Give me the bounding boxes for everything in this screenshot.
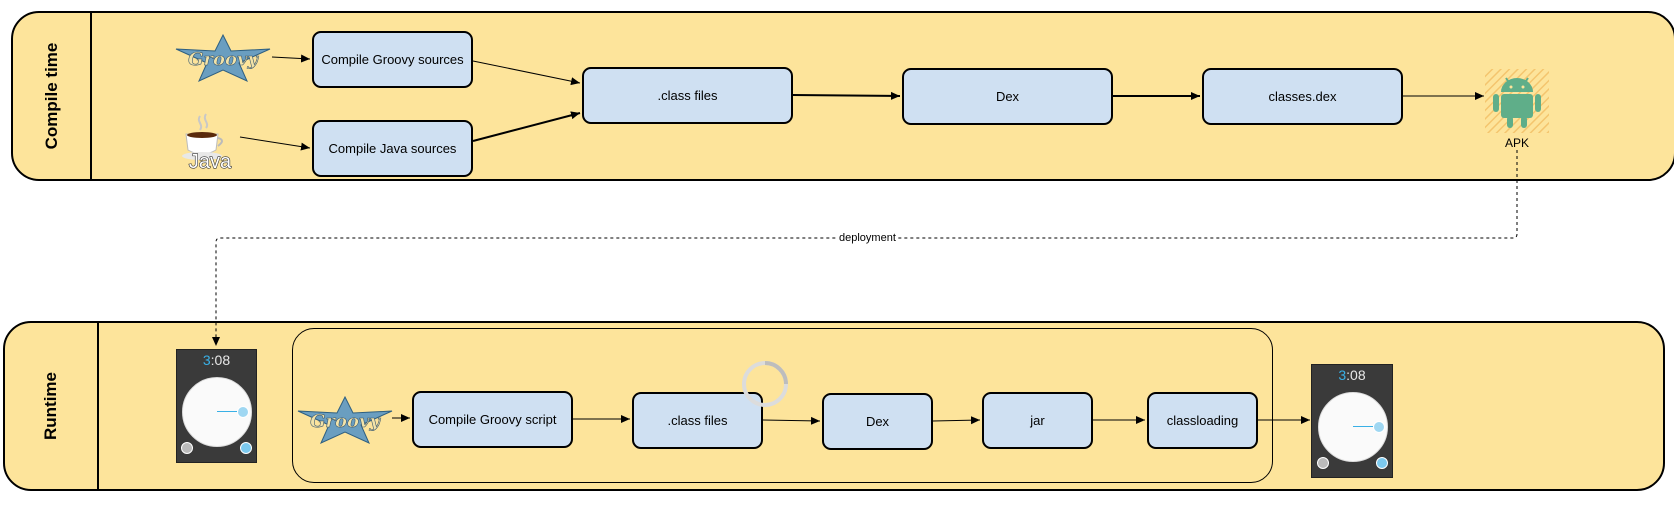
classes-dex-label: classes.dex <box>1268 89 1337 104</box>
phone-left-clock-knob <box>237 406 249 418</box>
runtime-groovy-logo-icon: Groovy <box>297 395 393 445</box>
phone-left-cancel-button <box>181 442 193 454</box>
runtime-groovy-logo-text: Groovy <box>310 411 381 432</box>
jar-label: jar <box>1030 413 1045 428</box>
compile-java-sources-box[interactable]: Compile Java sources <box>312 120 473 177</box>
phone-left-time-rest: :08 <box>210 352 231 368</box>
compile-groovy-sources-box[interactable]: Compile Groovy sources <box>312 31 473 88</box>
classes-dex-box[interactable]: classes.dex <box>1202 68 1403 125</box>
phone-right-clock-knob <box>1373 421 1385 433</box>
phone-right-time-hour: 3 <box>1338 367 1347 383</box>
runtime-class-files-label: .class files <box>667 413 728 428</box>
class-files-box[interactable]: .class files <box>582 67 793 124</box>
phone-right-clock-face <box>1318 392 1388 462</box>
deployment-label: deployment <box>838 232 897 244</box>
apk-label: APK <box>1504 136 1529 150</box>
jar-box[interactable]: jar <box>982 392 1093 449</box>
phone-left-clock-hand <box>217 411 243 412</box>
dex-label: Dex <box>995 89 1020 104</box>
phone-clock-left[interactable]: 3:08 <box>176 349 257 463</box>
phone-left-time-hour: 3 <box>202 352 211 368</box>
java-logo-text: Java <box>189 151 232 172</box>
edge-compile-java-to-class <box>472 111 581 142</box>
dex-box[interactable]: Dex <box>902 68 1113 125</box>
edge-compile-groovy-to-class <box>472 60 581 86</box>
compile-groovy-script-label: Compile Groovy script <box>428 412 557 427</box>
classloading-box[interactable]: classloading <box>1147 392 1258 449</box>
runtime-dex-box[interactable]: Dex <box>822 393 933 450</box>
phone-right-time-rest: :08 <box>1346 367 1366 383</box>
edge-deployment <box>212 150 1518 346</box>
phone-left-time: 3:08 <box>177 352 256 368</box>
runtime-script-group <box>292 328 1273 483</box>
compile-groovy-sources-label: Compile Groovy sources <box>321 52 464 67</box>
classloading-label: classloading <box>1166 413 1239 428</box>
edge-class-to-dex <box>792 91 901 100</box>
phone-right-clock-hand <box>1353 426 1379 427</box>
edge-java-logo-to-compile <box>239 136 311 151</box>
phone-right-time: 3:08 <box>1312 367 1392 383</box>
java-logo-icon: Java <box>182 113 233 172</box>
apk-node[interactable]: APK <box>1484 68 1550 150</box>
class-files-label: .class files <box>657 88 718 103</box>
groovy-logo-icon: Groovy <box>175 33 271 83</box>
groovy-logo-text: Groovy <box>188 49 259 70</box>
runtime-lane-header: Runtime <box>5 323 99 489</box>
edge-runtime-class-to-dex <box>762 416 821 425</box>
runtime-dex-label: Dex <box>865 414 890 429</box>
loading-spinner-icon <box>742 361 788 407</box>
edge-groovy-logo-to-compile <box>271 54 311 63</box>
compile-java-sources-label: Compile Java sources <box>328 141 457 156</box>
edge-runtime-dex-to-jar <box>932 416 981 425</box>
phone-clock-right[interactable]: 3:08 <box>1311 364 1393 478</box>
phone-left-ok-button <box>240 442 252 454</box>
compile-groovy-script-box[interactable]: Compile Groovy script <box>412 391 573 448</box>
phone-right-ok-button <box>1376 457 1388 469</box>
phone-right-cancel-button <box>1317 457 1329 469</box>
compile-time-lane-header: Compile time <box>13 13 92 179</box>
android-icon <box>1485 69 1549 133</box>
runtime-class-files-box[interactable]: .class files <box>632 392 763 449</box>
